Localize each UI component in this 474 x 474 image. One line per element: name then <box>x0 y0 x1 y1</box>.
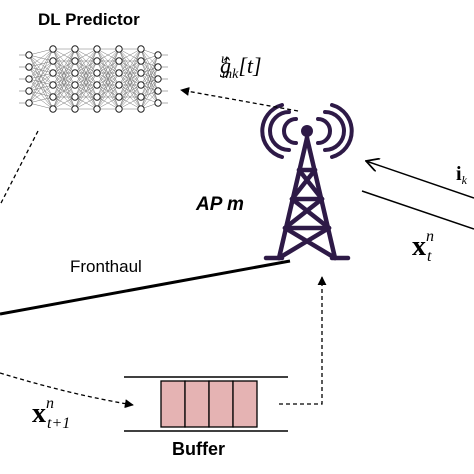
nn-node <box>93 105 101 113</box>
nn-node <box>93 93 101 101</box>
nn-node <box>25 63 33 71</box>
fronthaul-label: Fronthaul <box>70 257 142 276</box>
nn-node <box>49 81 57 89</box>
nn-node <box>25 99 33 107</box>
nn-node <box>137 57 145 65</box>
nn-node <box>115 81 123 89</box>
signal-xt1-label: xnt+1 <box>32 395 71 432</box>
nn-node <box>71 69 79 77</box>
nn-node <box>71 57 79 65</box>
fronthaul-link <box>0 259 291 316</box>
signal-wave-right-1 <box>316 117 332 145</box>
nn-node <box>154 87 162 95</box>
nn-node <box>49 45 57 53</box>
nn-node <box>25 75 33 83</box>
antenna-tip <box>301 125 313 137</box>
nn-node <box>71 105 79 113</box>
nn-node <box>115 45 123 53</box>
nn-node <box>115 69 123 77</box>
nn-node <box>71 81 79 89</box>
antenna-tower-icon <box>260 103 354 261</box>
nn-node <box>137 93 145 101</box>
nn-node <box>49 69 57 77</box>
predictor-feedback-line <box>0 130 39 206</box>
nn-node <box>115 93 123 101</box>
nn-node <box>93 81 101 89</box>
neural-network-icon <box>19 45 168 113</box>
nn-node <box>25 51 33 59</box>
nn-node <box>154 51 162 59</box>
signal-xt-label: xnt <box>412 228 434 265</box>
predicted-channel-label: ĝumk[t] <box>220 52 262 82</box>
downlink-line <box>361 190 474 230</box>
nn-node <box>154 99 162 107</box>
signal-wave-right-2 <box>323 110 346 152</box>
nn-node <box>71 45 79 53</box>
buffer-to-ap-arrow <box>279 276 327 405</box>
pilot-ik-label: ik <box>456 163 467 187</box>
buffer-label: Buffer <box>172 439 225 459</box>
signal-wave-left-1 <box>282 117 298 145</box>
nn-node <box>137 81 145 89</box>
signal-wave-left-3 <box>260 103 284 159</box>
nn-node <box>93 57 101 65</box>
uplink-arrow <box>366 161 474 199</box>
nn-node <box>154 75 162 83</box>
nn-node <box>49 93 57 101</box>
nn-node <box>71 93 79 101</box>
nn-node <box>115 57 123 65</box>
signal-wave-right-3 <box>330 103 354 159</box>
signal-wave-left-2 <box>268 110 291 152</box>
nn-node <box>49 57 57 65</box>
nn-node <box>137 69 145 77</box>
ap-label: AP m <box>196 194 244 215</box>
nn-node <box>49 105 57 113</box>
nn-node <box>115 105 123 113</box>
buffer-queue <box>124 376 288 432</box>
dl-predictor-title: DL Predictor <box>38 10 140 29</box>
input-to-buffer-arrow <box>0 372 134 409</box>
nn-node <box>154 63 162 71</box>
nn-node <box>93 69 101 77</box>
nn-node <box>137 105 145 113</box>
prediction-arrow <box>180 87 299 112</box>
nn-node <box>25 87 33 95</box>
nn-node <box>93 45 101 53</box>
nn-node <box>137 45 145 53</box>
